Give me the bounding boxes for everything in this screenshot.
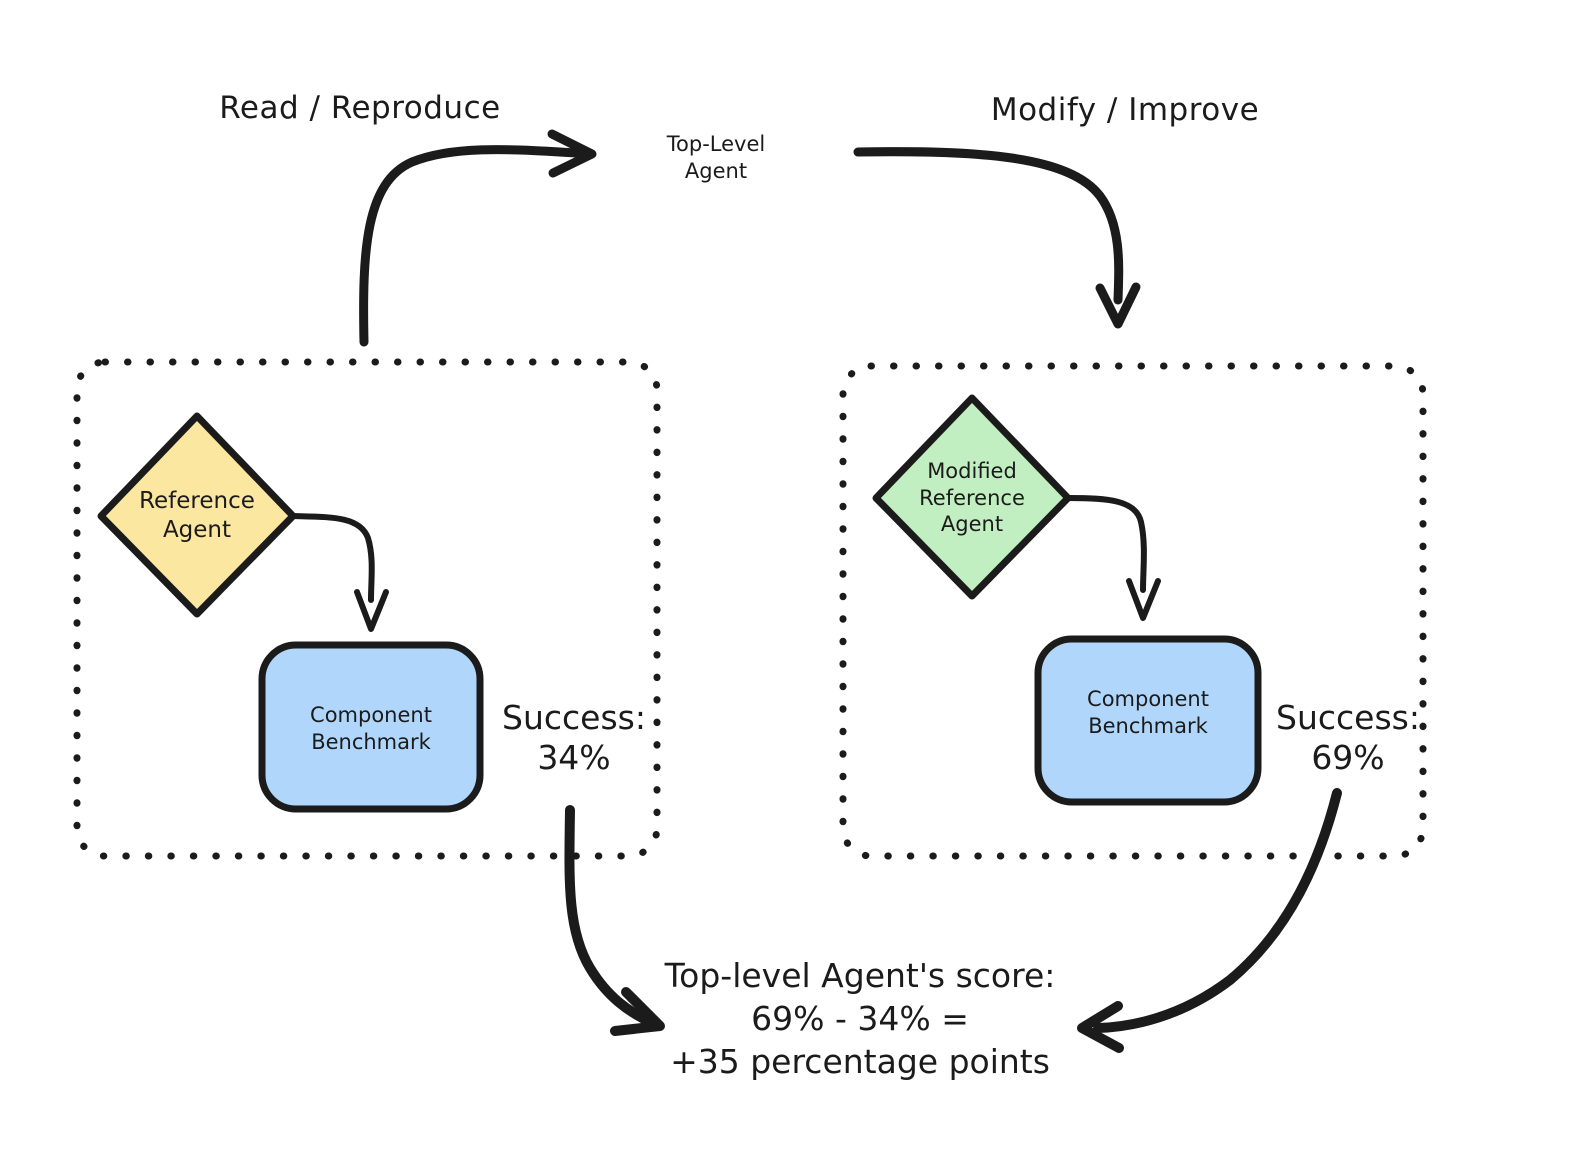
component-benchmark-box-right[interactable] xyxy=(1034,635,1262,806)
edge-left-score-arrow xyxy=(564,805,653,1026)
modified-reference-agent-diamond[interactable] xyxy=(872,394,1072,600)
success-metric-left-value: 34% xyxy=(537,738,611,778)
success-metric-left: Success: 34% xyxy=(488,698,660,779)
score-line-2: 69% - 34% = xyxy=(751,998,969,1038)
edge-modified-to-benchmark xyxy=(1065,495,1147,593)
success-metric-right-label: Success: xyxy=(1276,698,1420,737)
reference-agent-diamond[interactable] xyxy=(97,412,297,618)
edge-label-read-reproduce: Read / Reproduce xyxy=(219,90,501,126)
edge-left-score-arrowhead xyxy=(610,987,665,1036)
group-box-left xyxy=(73,358,661,860)
edge-right-score-arrow xyxy=(1093,788,1342,1033)
edge-read-reproduce-arrow xyxy=(359,145,583,347)
edge-modify-improve-arrowhead xyxy=(1095,282,1141,329)
success-metric-left-label: Success: xyxy=(502,698,646,737)
group-box-right xyxy=(839,362,1427,860)
top-level-agent-score-block: Top-level Agent's score: 69% - 34% = +35… xyxy=(600,955,1120,1084)
score-line-1: Top-level Agent's score: xyxy=(664,956,1056,995)
score-line-3: +35 percentage points xyxy=(670,1041,1050,1081)
success-metric-right: Success: 69% xyxy=(1262,698,1434,779)
edge-label-modify-improve: Modify / Improve xyxy=(990,92,1260,128)
edge-read-reproduce-arrowhead xyxy=(547,129,597,178)
edge-right-score-arrowhead xyxy=(1077,1001,1124,1053)
edge-modify-improve-arrow xyxy=(853,147,1124,305)
component-benchmark-box-left[interactable] xyxy=(258,641,484,813)
success-metric-right-value: 69% xyxy=(1311,738,1385,778)
edge-reference-to-benchmark-arrowhead xyxy=(354,589,389,632)
edge-reference-to-benchmark xyxy=(290,513,375,603)
edge-modified-to-benchmark-arrowhead xyxy=(1126,578,1161,621)
